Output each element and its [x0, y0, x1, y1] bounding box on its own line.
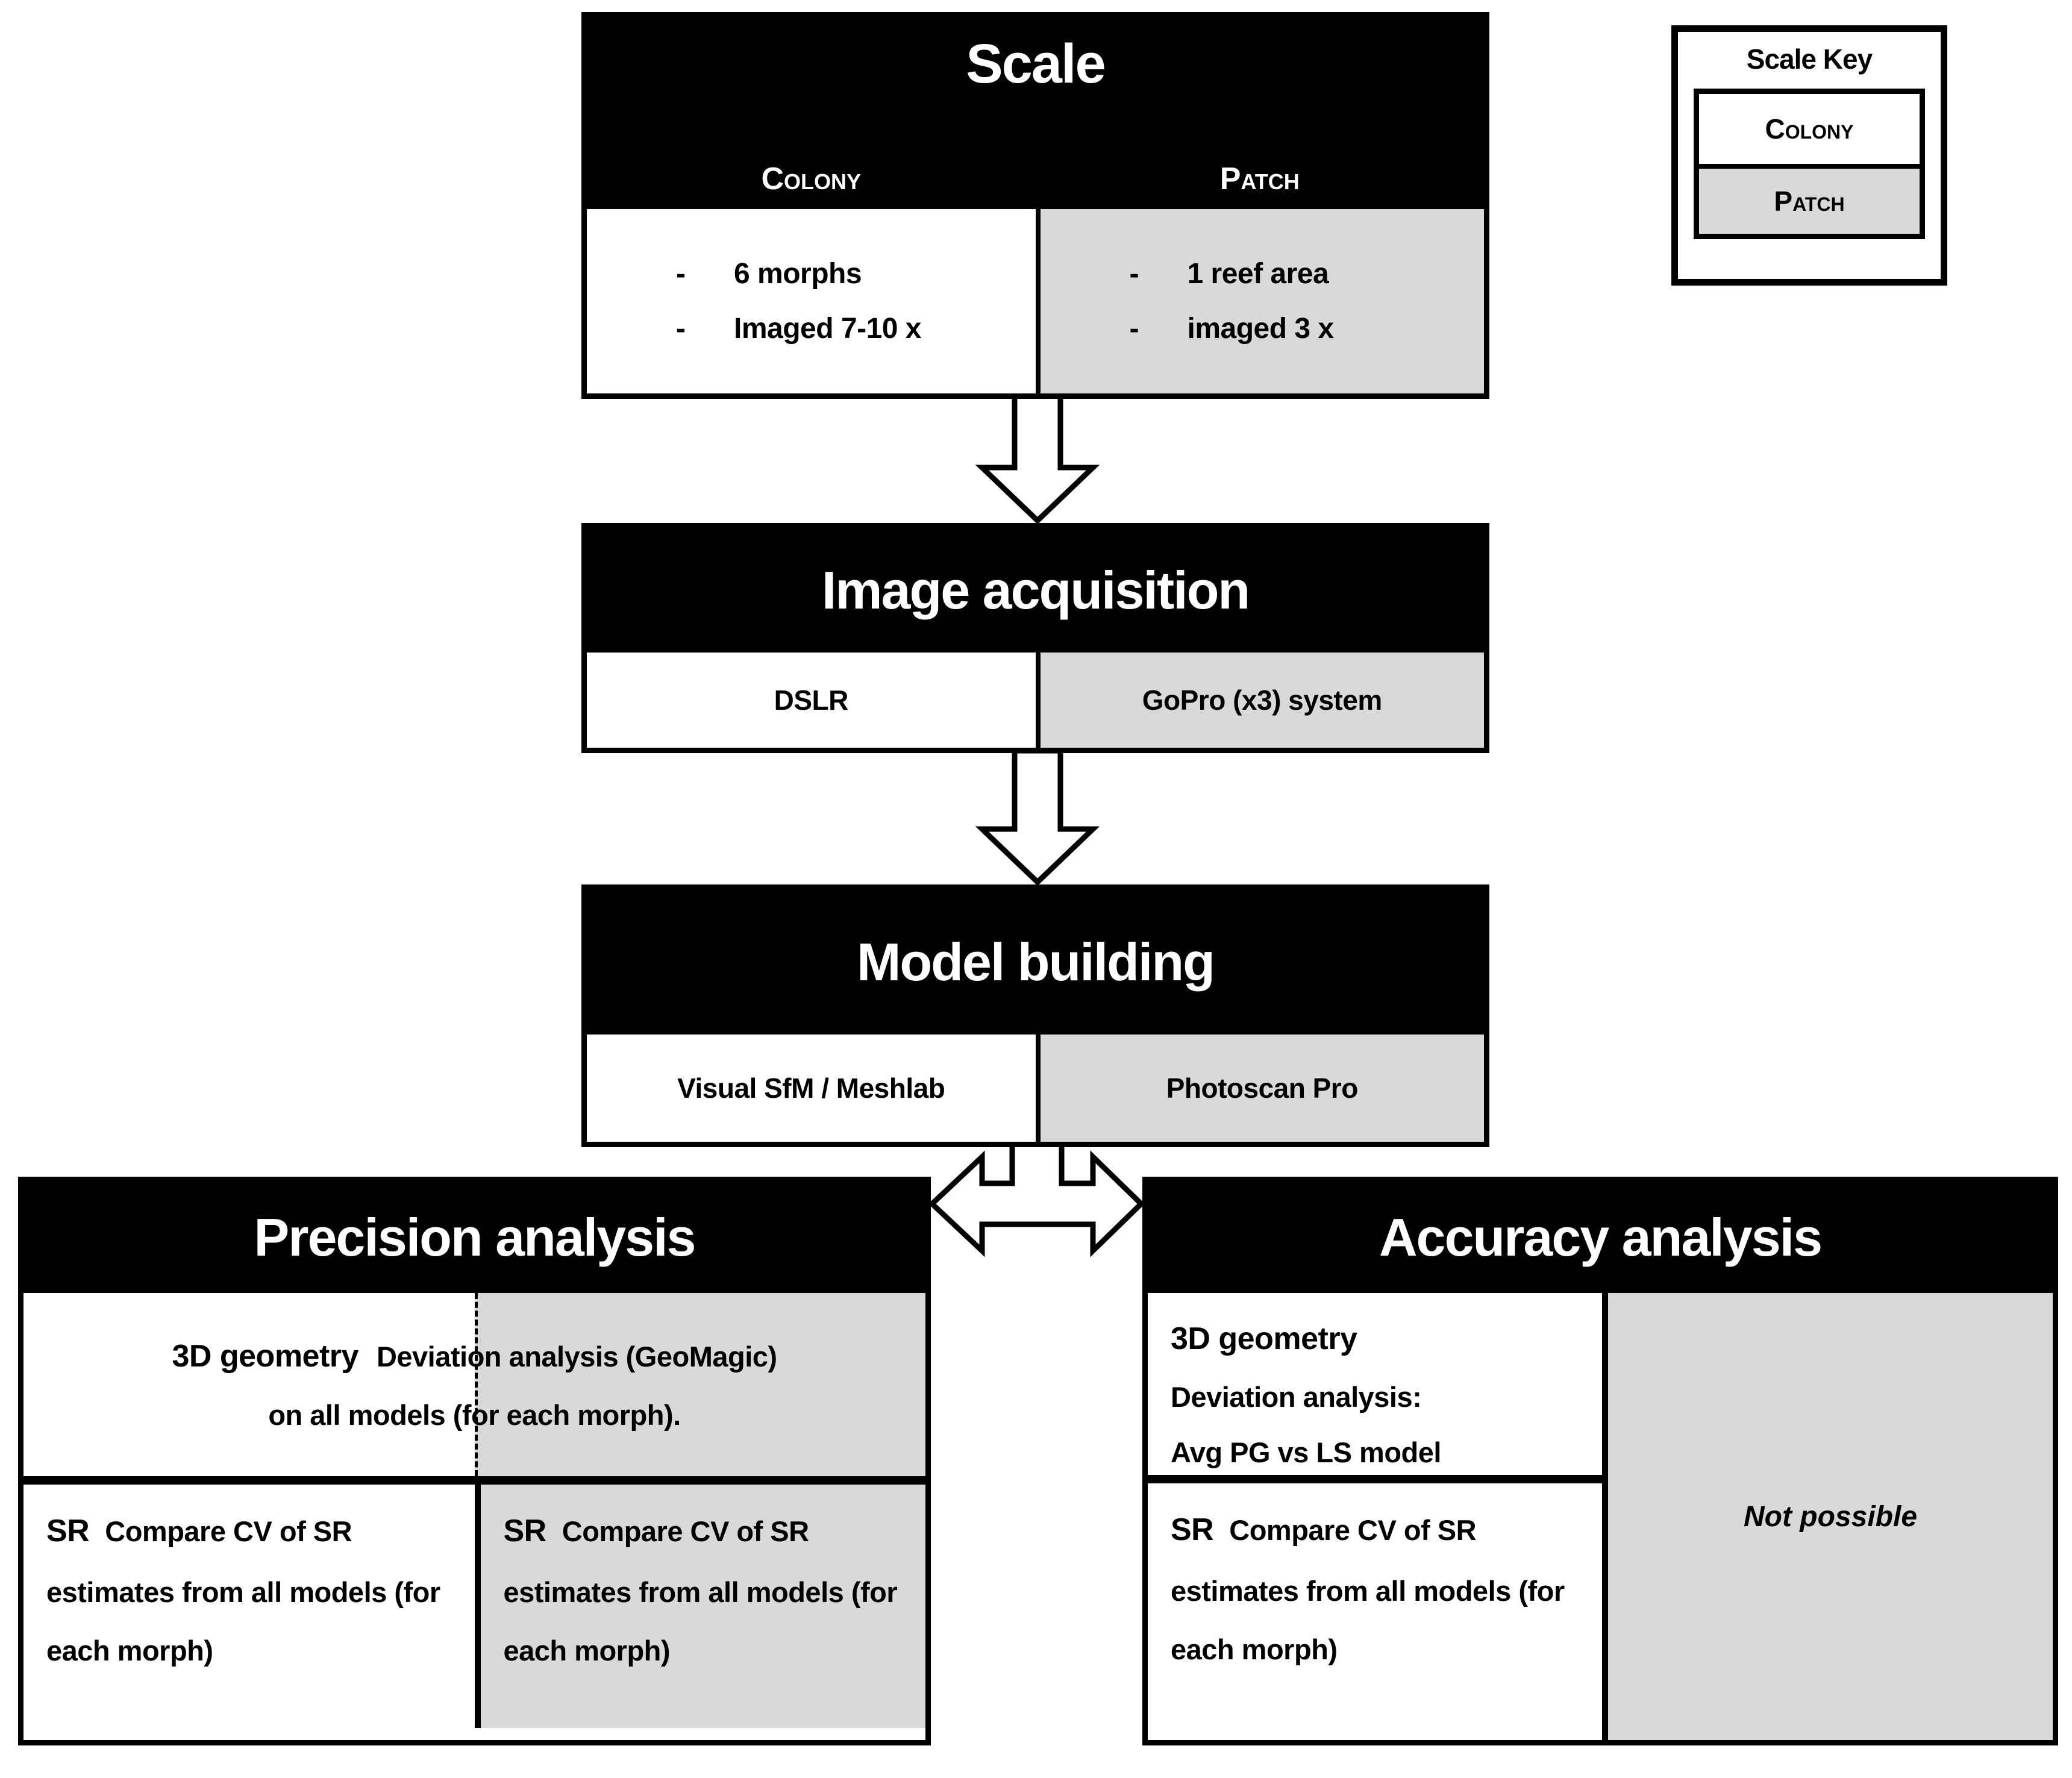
precision-geometry-text: 3D geometry Deviation analysis (GeoMagic)… [23, 1293, 925, 1476]
model-building-cells: Visual SfM / Meshlab Photoscan Pro [587, 1035, 1484, 1142]
accuracy-body: 3D geometry Deviation analysis: Avg PG v… [1148, 1293, 2053, 1740]
bullet-dash: - [1129, 313, 1139, 345]
cell-text: GoPro (x3) system [1142, 684, 1382, 716]
scale-colony-bullet-2: - Imaged 7-10 x [587, 312, 1036, 345]
sr-label: SR [503, 1513, 547, 1548]
patch-column-header: Patch [1219, 161, 1300, 196]
geometry-label: 3D geometry [1171, 1321, 1357, 1356]
arrow-model-to-analyses-icon [928, 1141, 1145, 1257]
accuracy-analysis-box: Accuracy analysis 3D geometry Deviation … [1142, 1177, 2058, 1745]
accuracy-analysis-title: Accuracy analysis [1148, 1182, 2053, 1293]
sr-text: Compare CV of SR estimates from all mode… [503, 1515, 898, 1667]
accuracy-geometry-line-2: Avg PG vs LS model [1171, 1436, 1441, 1469]
cell-text: Visual SfM / Meshlab [677, 1072, 945, 1104]
not-possible-note: Not possible [1743, 1500, 1918, 1533]
bullet-dash: - [1129, 258, 1139, 290]
scale-key-colony-swatch: Colony [1699, 94, 1920, 164]
image-acquisition-header: Image acquisition [587, 528, 1484, 653]
accuracy-geometry-line-1: Deviation analysis: [1171, 1381, 1422, 1413]
model-building-title: Model building [857, 932, 1215, 992]
precision-analysis-box: Precision analysis 3D geometry Deviation … [18, 1177, 931, 1745]
model-building-header: Model building [587, 890, 1484, 1035]
bullet-text: 1 reef area [1187, 258, 1329, 290]
geometry-text: Deviation analysis (GeoMagic) [376, 1340, 777, 1373]
model-building-colony-cell: Visual SfM / Meshlab [587, 1035, 1036, 1142]
precision-analysis-title: Precision analysis [23, 1182, 925, 1293]
scale-key-patch-swatch: Patch [1699, 164, 1920, 234]
sr-text: Compare CV of SR estimates from all mode… [1171, 1514, 1565, 1665]
scale-patch-bullet-1: - 1 reef area [1041, 257, 1485, 290]
cell-text: DSLR [774, 684, 849, 716]
sr-label: SR [1171, 1512, 1214, 1547]
geometry-label: 3D geometry [172, 1338, 358, 1374]
image-acquisition-title: Image acquisition [821, 560, 1250, 621]
accuracy-colony-column: 3D geometry Deviation analysis: Avg PG v… [1148, 1293, 1602, 1740]
model-building-patch-cell: Photoscan Pro [1035, 1035, 1484, 1142]
scale-title: Scale [966, 33, 1106, 95]
colony-column-header: Colony [761, 161, 862, 196]
arrow-scale-to-acquisition-icon [975, 392, 1100, 525]
sr-label: SR [46, 1513, 90, 1548]
scale-key-legend: Scale Key Colony Patch [1671, 25, 1947, 286]
precision-geometry-colony-half [23, 1293, 475, 1476]
precision-geometry-line-2: on all models (for each morph). [268, 1398, 681, 1431]
scale-patch-cell: - 1 reef area - imaged 3 x [1035, 209, 1485, 393]
image-acquisition-colony-cell: DSLR [587, 653, 1036, 748]
precision-geometry-patch-half [474, 1293, 925, 1476]
scale-colony-bullet-1: - 6 morphs [587, 257, 1036, 290]
accuracy-patch-cell: Not possible [1602, 1293, 2053, 1740]
sr-text: Compare CV of SR estimates from all mode… [46, 1515, 440, 1667]
accuracy-geometry-cell: 3D geometry Deviation analysis: Avg PG v… [1148, 1293, 1602, 1483]
scale-patch-bullet-2: - imaged 3 x [1041, 312, 1485, 345]
arrow-acquisition-to-model-icon [975, 748, 1100, 886]
precision-geometry-row: 3D geometry Deviation analysis (GeoMagic)… [23, 1293, 925, 1485]
bullet-dash: - [676, 313, 686, 345]
scale-colony-cell: - 6 morphs - Imaged 7-10 x [587, 209, 1036, 393]
image-acquisition-box: Image acquisition DSLR GoPro (x3) system [581, 523, 1489, 753]
scale-cells: - 6 morphs - Imaged 7-10 x - 1 reef area… [587, 209, 1484, 393]
bullet-text: Imaged 7-10 x [734, 313, 921, 345]
model-building-box: Model building Visual SfM / Meshlab Phot… [581, 884, 1489, 1147]
scale-column-headers: Colony Patch [587, 161, 1484, 197]
scale-key-swatches: Colony Patch [1694, 89, 1925, 239]
image-acquisition-cells: DSLR GoPro (x3) system [587, 653, 1484, 748]
cell-text: Photoscan Pro [1166, 1072, 1359, 1104]
image-acquisition-patch-cell: GoPro (x3) system [1035, 653, 1484, 748]
scale-box-header: Scale Colony Patch [587, 17, 1484, 209]
scale-key-title: Scale Key [1746, 43, 1873, 75]
bullet-text: imaged 3 x [1187, 313, 1335, 345]
scale-box: Scale Colony Patch - 6 morphs - Imaged 7… [581, 12, 1489, 399]
precision-geometry-line-1: 3D geometry Deviation analysis (GeoMagic) [172, 1338, 777, 1374]
bullet-dash: - [676, 258, 686, 290]
bullet-text: 6 morphs [734, 258, 862, 290]
